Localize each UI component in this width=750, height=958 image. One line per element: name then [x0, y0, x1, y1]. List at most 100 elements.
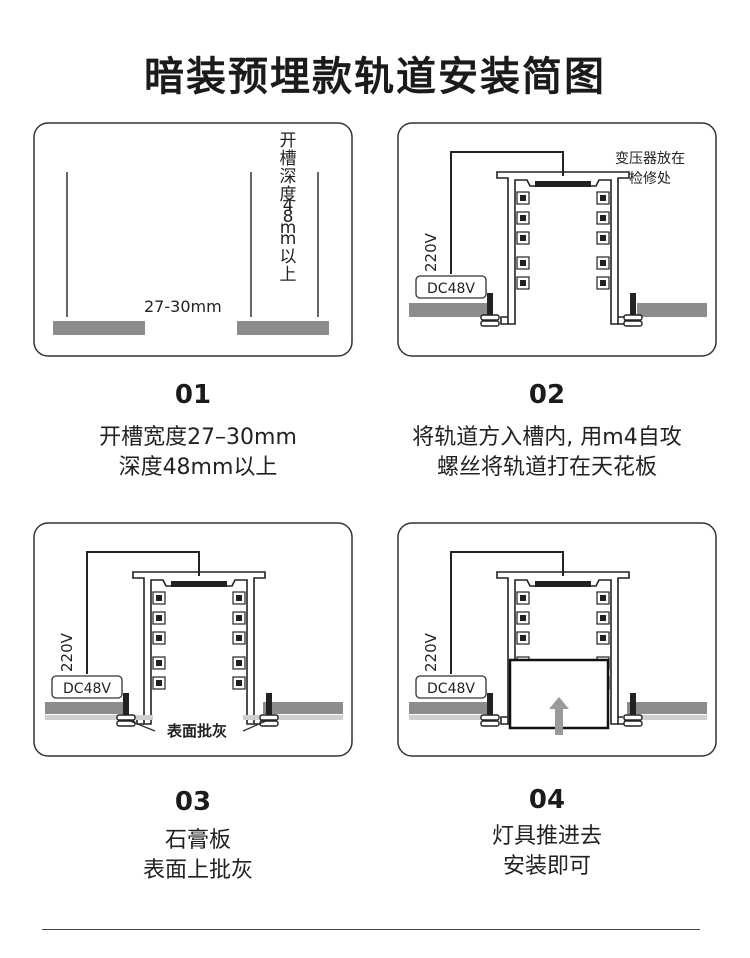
- step-4-diagram: 220V DC48V: [397, 522, 717, 757]
- track-clip-right-core: [600, 280, 606, 286]
- screw-head: [480, 714, 500, 721]
- step-3-desc-line2: 表面上批灰: [142, 858, 253, 883]
- track-clip-right-core: [236, 615, 242, 621]
- power-wire: [86, 551, 200, 674]
- surface-label: 表面批灰: [167, 722, 227, 740]
- track-clip-right-core: [600, 195, 606, 201]
- step-2-number: 02: [528, 380, 566, 410]
- track-clip-left-core: [520, 595, 526, 601]
- screw-washer: [480, 720, 500, 727]
- driver-label: DC48V: [63, 681, 111, 697]
- track-flange-left: [500, 316, 508, 325]
- step-2-desc-line2: 螺丝将轨道打在天花板: [436, 455, 657, 480]
- track-clip-left-core: [520, 635, 526, 641]
- track-clip-left-core: [520, 260, 526, 266]
- driver-box: [415, 275, 487, 299]
- step-4-desc-line2: 安装即可: [502, 854, 591, 879]
- step-1-desc-line2: 深度48mm以上: [118, 455, 278, 480]
- step-2-desc-line1: 将轨道方入槽内, 用m4自攻: [412, 425, 682, 450]
- track-profile: [132, 571, 266, 725]
- screw-shaft: [123, 693, 129, 715]
- track-clip-right-core: [600, 235, 606, 241]
- screw-left: [480, 293, 500, 327]
- track-clip-left-core: [156, 680, 162, 686]
- putty-layer-left: [45, 715, 153, 720]
- screw-washer: [480, 320, 500, 327]
- screw-shaft: [266, 693, 272, 715]
- screw-shaft: [630, 693, 636, 715]
- screw-left: [480, 693, 500, 727]
- voltage-in-label: 220V: [422, 632, 440, 672]
- driver-label: DC48V: [427, 681, 475, 697]
- track-clip-left-core: [156, 660, 162, 666]
- track-clip-right-core: [600, 215, 606, 221]
- screw-right: [623, 293, 643, 327]
- screw-shaft: [630, 293, 636, 315]
- ceiling-board-left: [409, 303, 491, 317]
- track-clip-right-core: [600, 595, 606, 601]
- step-4-desc-line1: 灯具推进去: [491, 824, 602, 849]
- voltage-in-label: 220V: [58, 632, 76, 672]
- screw-head: [259, 714, 279, 721]
- step-3-number: 03: [174, 787, 212, 817]
- putty-layer-right: [623, 715, 707, 720]
- ceiling-board-right: [237, 321, 329, 335]
- step-3-diagram: 220V DC48V 表面批灰: [33, 522, 353, 757]
- track-clip-left-core: [520, 215, 526, 221]
- putty-pointer-left: [129, 720, 156, 732]
- track-clip-left-core: [156, 615, 162, 621]
- ceiling-board-right: [627, 702, 707, 714]
- voltage-in-label: 220V: [422, 232, 440, 272]
- ceiling-board-right: [637, 303, 707, 317]
- driver-label: DC48V: [427, 281, 475, 297]
- track-clip-left-core: [520, 195, 526, 201]
- step-2-diagram: 220V DC48V 变压器放在检修处: [397, 122, 717, 357]
- screw-washer: [623, 720, 643, 727]
- putty-layer-left: [409, 715, 499, 720]
- track-outline: [496, 171, 630, 325]
- track-clip-right-core: [236, 635, 242, 641]
- led-strip: [171, 581, 227, 587]
- track-clip-left-core: [520, 615, 526, 621]
- screw-shaft: [487, 293, 493, 315]
- ceiling-board-left: [45, 702, 127, 714]
- footer-divider: [42, 929, 700, 930]
- ceiling-board-left: [409, 702, 491, 714]
- led-strip: [535, 181, 591, 187]
- groove-width-label: 27-30mm: [144, 297, 222, 316]
- track-clip-right-core: [236, 680, 242, 686]
- screw-right: [623, 693, 643, 727]
- screw-head: [623, 314, 643, 321]
- ceiling-board-right: [263, 702, 343, 714]
- step-3-desc-line1: 石膏板: [164, 828, 231, 853]
- panel-frame: [33, 122, 353, 357]
- track-profile: [496, 171, 630, 325]
- page-title: 暗装预埋款轨道安装简图: [144, 54, 606, 100]
- step-1-desc-line1: 开槽宽度27–30mm: [99, 425, 297, 450]
- track-clip-right-core: [600, 260, 606, 266]
- screw-shaft: [487, 693, 493, 715]
- track-clip-right-core: [600, 615, 606, 621]
- led-strip: [535, 581, 591, 587]
- track-clip-right-core: [236, 595, 242, 601]
- driver-box: [415, 675, 487, 699]
- step-4-number: 04: [528, 785, 566, 815]
- screw-head: [623, 714, 643, 721]
- screw-head: [116, 714, 136, 721]
- screw-washer: [623, 320, 643, 327]
- putty-layer-right: [243, 715, 343, 720]
- track-clip-left-core: [520, 280, 526, 286]
- track-outline: [132, 571, 266, 725]
- track-clip-right-core: [600, 635, 606, 641]
- power-wire: [450, 551, 564, 674]
- screw-head: [480, 314, 500, 321]
- push-up-arrow-icon: [549, 697, 569, 735]
- track-flange-left: [500, 716, 508, 725]
- track-clip-left-core: [156, 635, 162, 641]
- track-clip-right-core: [236, 660, 242, 666]
- driver-box: [51, 675, 123, 699]
- track-clip-left-core: [156, 595, 162, 601]
- transformer-note: 变压器放在检修处: [615, 151, 685, 187]
